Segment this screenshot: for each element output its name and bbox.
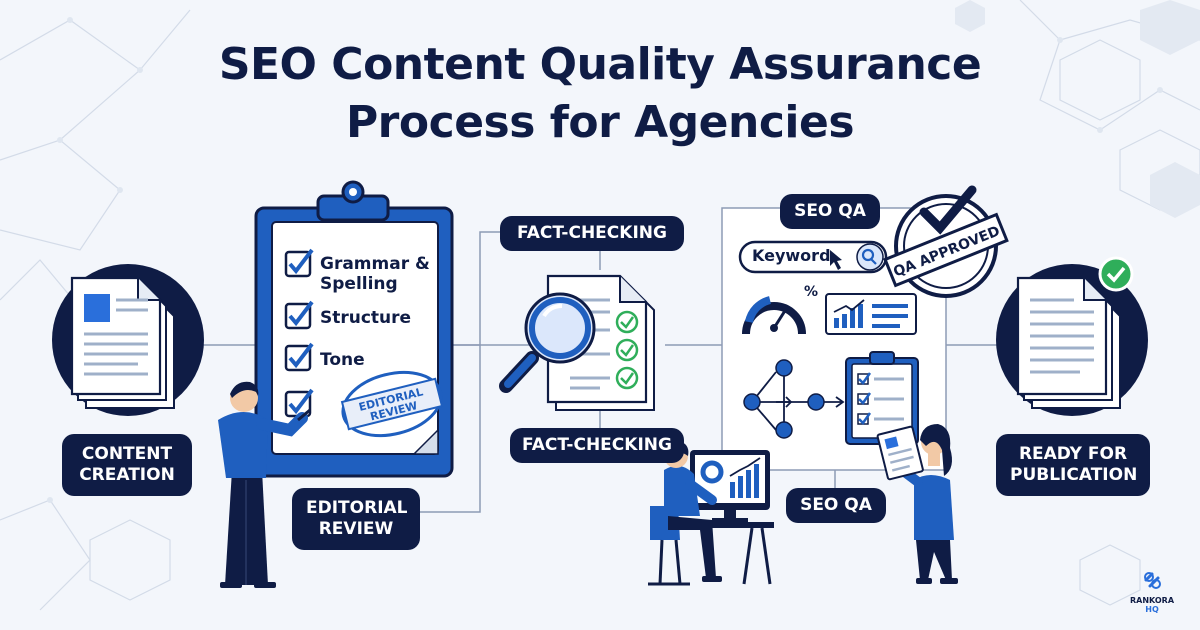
ready-document-icon	[996, 264, 1148, 416]
checklist-item-grammar-2: Spelling	[320, 274, 398, 294]
checklist-item-structure: Structure	[320, 308, 412, 328]
stage-ready-line-1: READY FOR	[1018, 444, 1128, 464]
checklist-item-tone: Tone	[320, 350, 365, 370]
title-line-2: Process for Agencies	[345, 97, 855, 148]
analytics-chart-card-icon	[825, 293, 917, 335]
connector-lines	[200, 208, 1000, 513]
qa-approved-stamp: QA APPROVED	[883, 185, 1009, 298]
stage-ready-line-2: PUBLICATION	[1010, 465, 1138, 485]
site-structure-network-icon	[743, 359, 845, 439]
content-creation-document-icon	[52, 264, 204, 416]
checklist-item-grammar-1: Grammar &	[320, 254, 430, 274]
rankora-logo-icon	[1144, 572, 1161, 589]
stage-seo-qa-bottom: SEO QA	[786, 488, 886, 523]
stage-editorial-review-line-2: REVIEW	[318, 519, 394, 539]
title-line-1: SEO Content Quality Assurance	[218, 39, 982, 90]
analyst-at-desk-illustration	[648, 441, 774, 586]
stage-content-creation: CONTENT CREATION	[62, 434, 192, 496]
reviewer-person-illustration	[876, 424, 958, 584]
keyword-search-text: Keyword	[752, 246, 831, 265]
editorial-clipboard-icon: EDITORIAL REVIEW	[254, 180, 454, 478]
magnifier-icon	[499, 292, 596, 393]
stage-fact-checking-top: FACT-CHECKING	[500, 216, 684, 251]
brand-name: RANKORA	[1129, 596, 1175, 605]
stage-content-creation-line-2: CREATION	[79, 465, 175, 485]
brand-suffix: HQ	[1145, 605, 1159, 614]
speed-gauge-icon: %	[742, 284, 818, 335]
editor-person-illustration	[218, 381, 311, 588]
stage-fact-checking-bottom: FACT-CHECKING	[510, 428, 684, 463]
keyword-search-bar	[738, 240, 888, 274]
stage-content-creation-line-1: CONTENT	[81, 444, 173, 464]
svg-text:%: %	[804, 284, 818, 300]
checkbox-icons	[284, 248, 314, 418]
stage-editorial-review-line-1: EDITORIAL	[306, 498, 408, 518]
editorial-review-stamp: EDITORIAL REVIEW	[340, 370, 444, 438]
stage-ready-for-publication: READY FOR PUBLICATION	[996, 434, 1150, 496]
green-check-icons	[615, 310, 639, 390]
stage-seo-qa-top: SEO QA	[780, 194, 880, 229]
seo-checklist-clipboard-icon	[845, 351, 919, 445]
green-check-badge-icon	[1098, 256, 1134, 292]
brand-logo: RANKORA HQ	[1120, 596, 1184, 614]
page-title: SEO Content Quality Assurance Process fo…	[0, 36, 1200, 152]
stage-editorial-review: EDITORIAL REVIEW	[292, 488, 420, 550]
